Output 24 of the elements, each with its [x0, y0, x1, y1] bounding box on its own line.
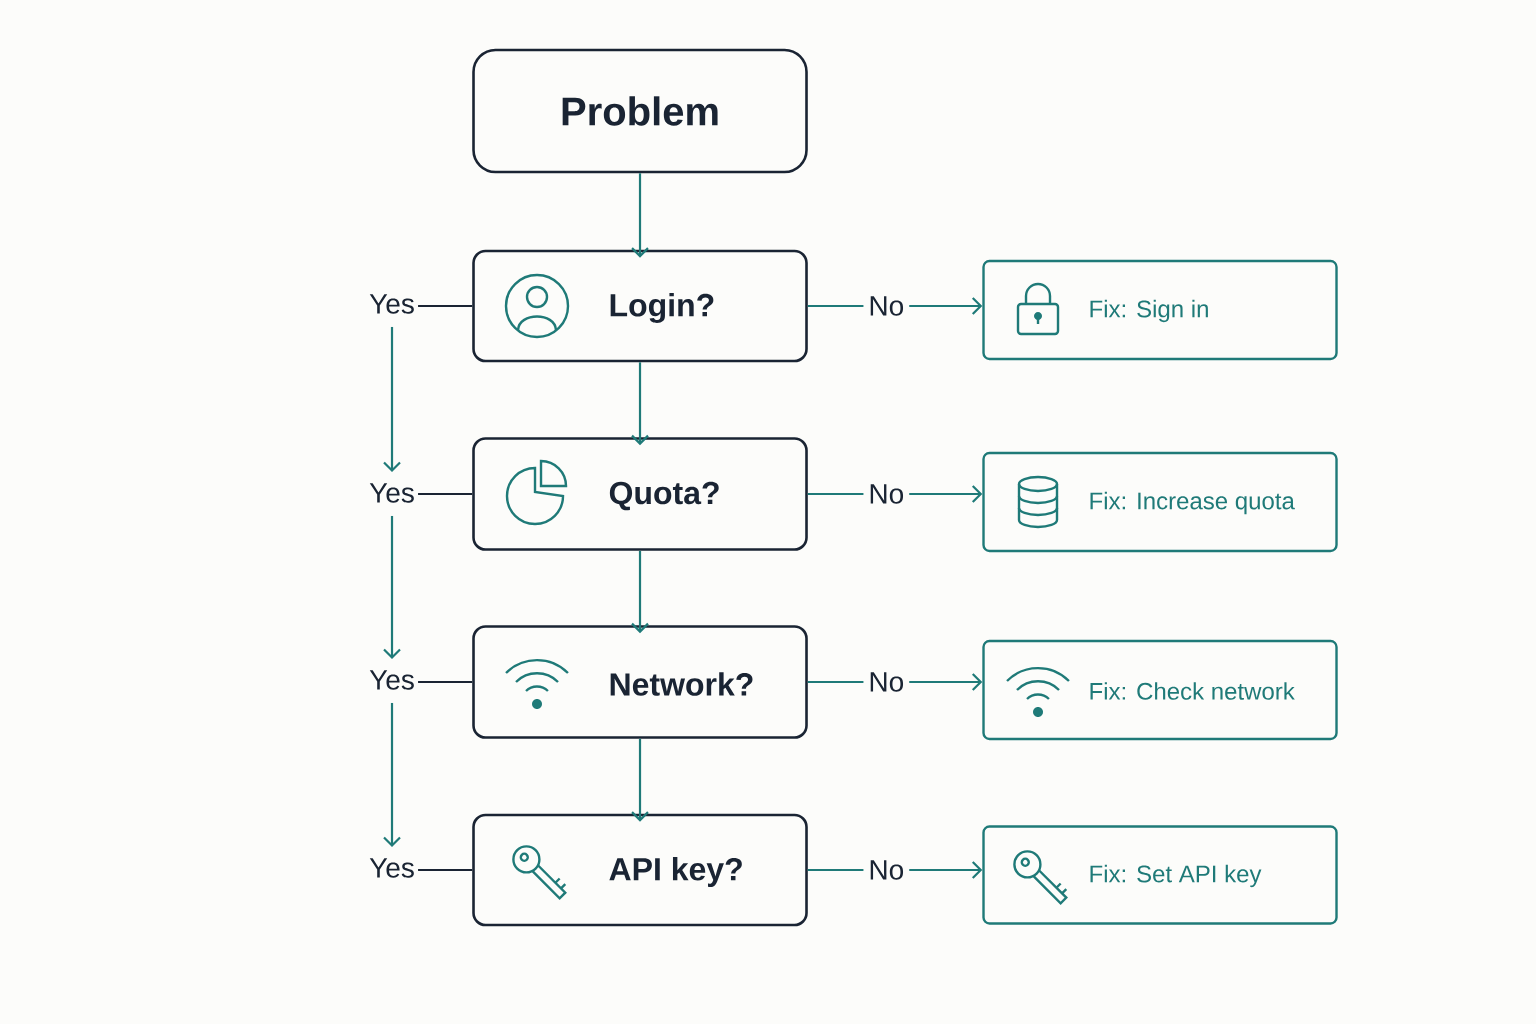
edge-label: No — [863, 291, 910, 321]
yes-label: Yes — [369, 483, 414, 503]
edge-label: No — [863, 667, 910, 697]
start-box: Problem — [472, 48, 808, 174]
arrow — [631, 173, 649, 258]
edge-label: No — [863, 855, 910, 885]
decision-box: Quota? — [472, 437, 808, 551]
arrow — [631, 550, 649, 634]
arrow — [383, 515, 401, 660]
decision-box: Network? — [472, 625, 808, 739]
yes-label: Yes — [369, 294, 414, 314]
yes-label: Yes — [369, 670, 414, 690]
decision-box: Login? — [472, 249, 808, 363]
arrow — [631, 738, 649, 822]
yes-label: Yes — [369, 858, 414, 878]
arrow — [383, 326, 401, 473]
arrow — [631, 362, 649, 446]
fix-box: Fix: Increase quota — [982, 451, 1338, 553]
decision-box: API key? — [472, 813, 808, 927]
edge-label: No — [863, 479, 910, 509]
fix-box: Fix: Sign in — [982, 259, 1338, 361]
fix-box: Fix: Set API key — [982, 825, 1338, 925]
fix-box: Fix: Check network — [982, 639, 1338, 741]
arrow — [383, 702, 401, 848]
